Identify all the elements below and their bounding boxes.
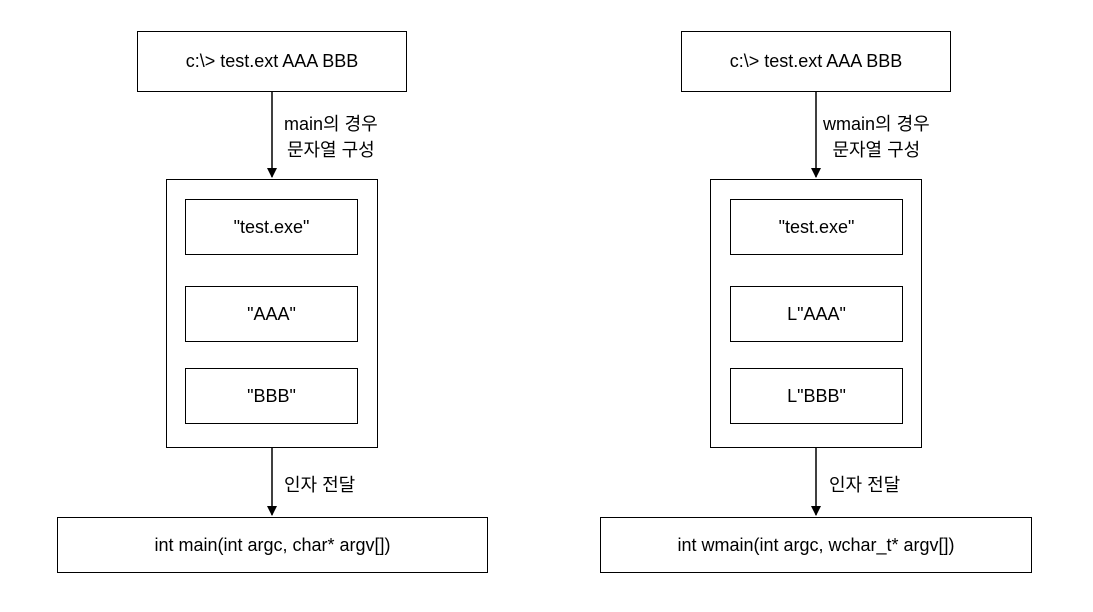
right-top-label-line2: 문자열 구성 bbox=[832, 140, 921, 160]
right-arg-text: L"AAA" bbox=[787, 303, 846, 324]
left-signature-text: int main(int argc, char* argv[]) bbox=[154, 534, 391, 555]
left-arg-box: "AAA" bbox=[185, 286, 358, 342]
right-arg-text: "test.exe" bbox=[778, 216, 855, 237]
left-arg-box: "test.exe" bbox=[185, 199, 358, 255]
right-signature-text: int wmain(int argc, wchar_t* argv[]) bbox=[677, 534, 955, 555]
right-arg-box: L"AAA" bbox=[730, 286, 903, 342]
left-command-box: c:\> test.ext AAA BBB bbox=[137, 31, 407, 92]
left-arg-box: "BBB" bbox=[185, 368, 358, 424]
left-command-text: c:\> test.ext AAA BBB bbox=[185, 51, 359, 71]
left-bottom-arrow-label: 인자 전달 bbox=[284, 472, 355, 498]
left-signature-box: int main(int argc, char* argv[]) bbox=[57, 517, 488, 573]
right-arg-box: L"BBB" bbox=[730, 368, 903, 424]
right-arg-text: L"BBB" bbox=[787, 385, 846, 406]
right-bottom-label-text: 인자 전달 bbox=[829, 475, 901, 495]
right-top-arrow-label: wmain의 경우 문자열 구성 bbox=[823, 111, 930, 163]
left-arg-text: "AAA" bbox=[247, 303, 296, 324]
left-bottom-label-text: 인자 전달 bbox=[284, 475, 356, 495]
right-command-text: c:\> test.ext AAA BBB bbox=[729, 51, 903, 71]
right-bottom-arrow-label: 인자 전달 bbox=[829, 472, 900, 498]
right-top-label-line1: wmain의 경우 bbox=[823, 114, 930, 134]
right-signature-box: int wmain(int argc, wchar_t* argv[]) bbox=[600, 517, 1032, 573]
left-top-label-line1: main의 경우 bbox=[284, 114, 378, 134]
right-arg-box: "test.exe" bbox=[730, 199, 903, 255]
left-top-label-line2: 문자열 구성 bbox=[286, 140, 375, 160]
left-arg-text: "BBB" bbox=[247, 385, 296, 406]
right-command-box: c:\> test.ext AAA BBB bbox=[681, 31, 951, 92]
left-top-arrow-label: main의 경우 문자열 구성 bbox=[284, 111, 378, 163]
left-arg-text: "test.exe" bbox=[233, 216, 310, 237]
